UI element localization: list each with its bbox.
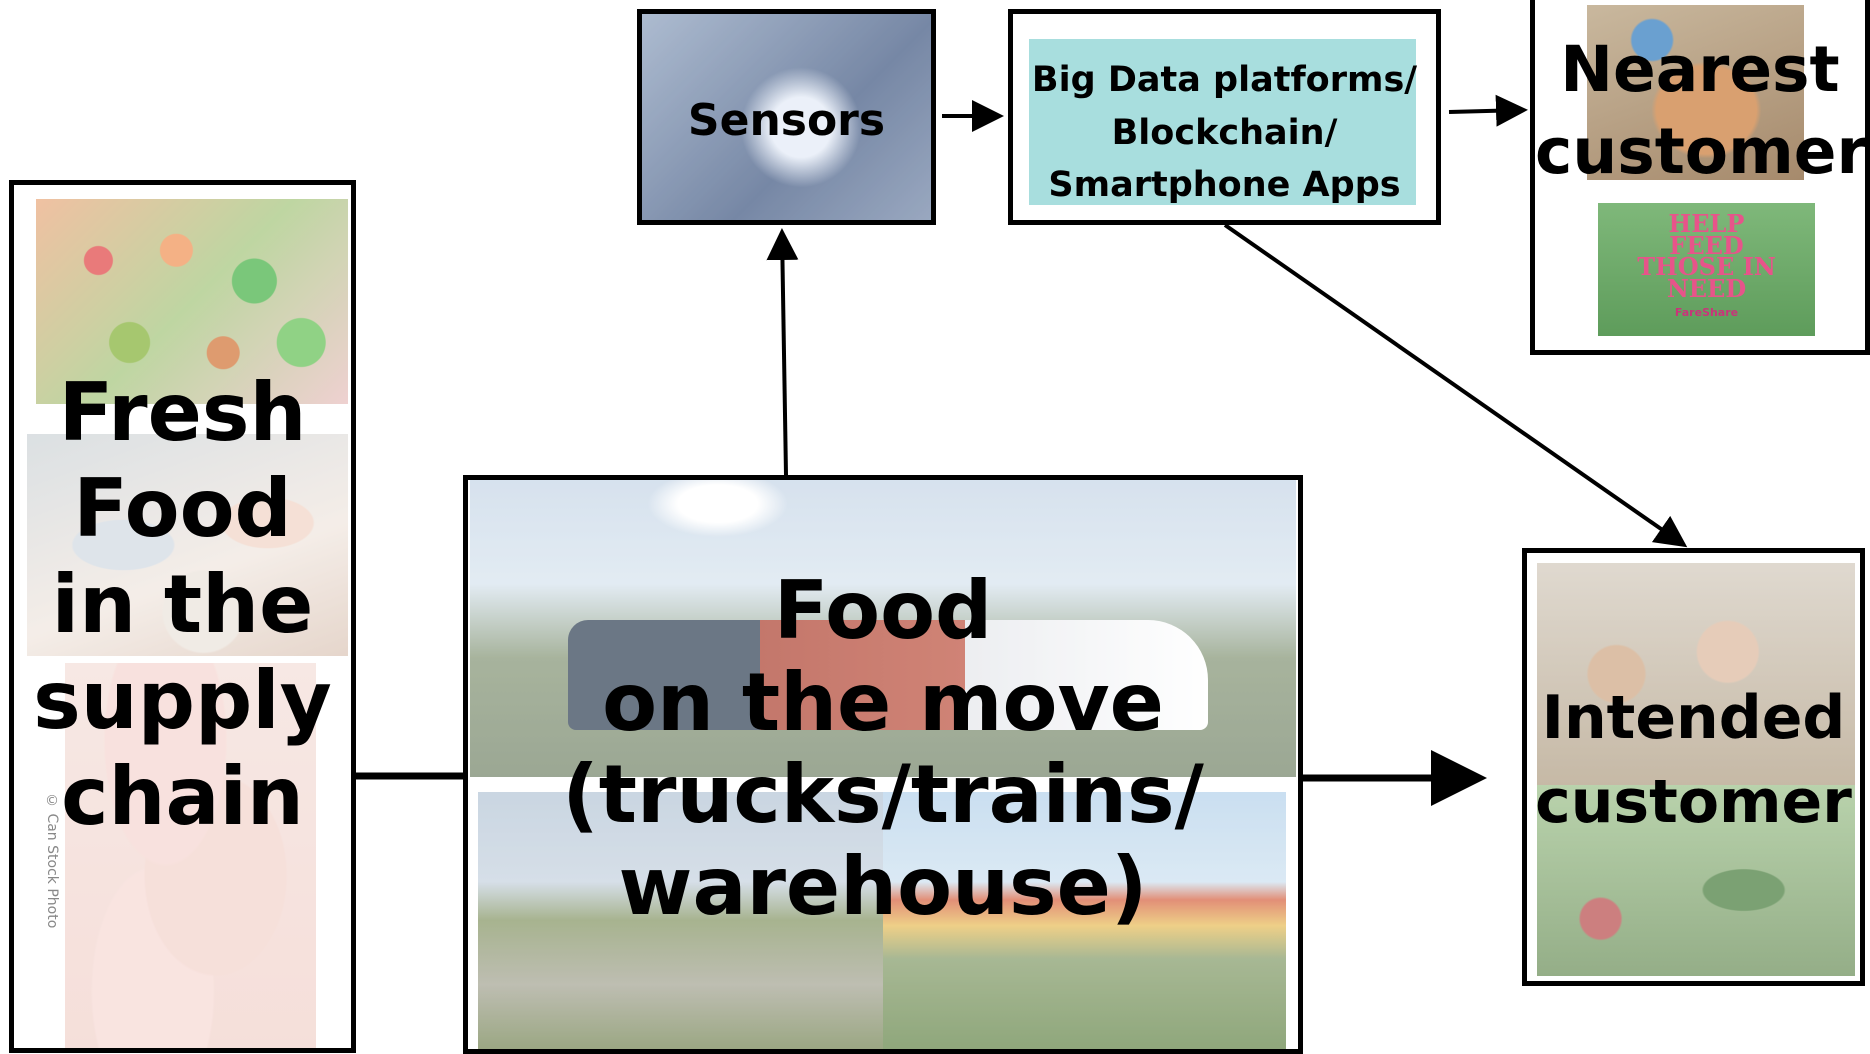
intended-customer-box[interactable]: Intended customer — [1522, 548, 1865, 986]
platforms-label: Big Data platforms/ Blockchain/ Smartpho… — [1031, 60, 1418, 205]
sensors-box[interactable]: Sensors — [637, 9, 936, 225]
grocery-photo — [1537, 785, 1855, 976]
nearest-customer-box[interactable]: HELP FEED THOSE IN NEED FareShare Neares… — [1530, 0, 1870, 355]
city-truck-photo — [478, 792, 883, 1049]
sensors-photo — [642, 14, 931, 220]
arrow-move-to-sensors — [766, 228, 799, 476]
food-on-move-box: Food on the move (trucks/trains/ warehou… — [463, 475, 1303, 1054]
train-shape — [568, 620, 1208, 730]
restaurant-photo — [1537, 563, 1855, 785]
chicken-photo — [65, 663, 316, 1048]
arrow-platforms-to-intended — [1223, 223, 1688, 548]
fresh-food-label: Fresh Food in the supply chain — [33, 366, 332, 843]
help-feed-text: HELP FEED THOSE IN NEED — [1637, 209, 1776, 303]
sensors-label: Sensors — [687, 95, 886, 146]
fresh-food-box: © Can Stock Photo Fresh Food in the supp… — [9, 180, 356, 1053]
fareshare-text: FareShare — [1674, 306, 1739, 319]
platforms-box[interactable]: Big Data platforms/ Blockchain/ Smartpho… — [1008, 9, 1441, 225]
red-truck-photo — [883, 792, 1286, 1049]
arrow-platforms-to-nearest — [1448, 94, 1528, 127]
food-sharing-photo — [1587, 5, 1804, 180]
seafood-photo — [27, 434, 348, 656]
intended-customer-label: Intended customer — [1535, 683, 1852, 837]
help-feed-poster — [1598, 203, 1815, 336]
nearest-customer-label: Nearest customer — [1535, 33, 1868, 188]
photo-credit: © Can Stock Photo — [44, 793, 60, 929]
food-on-move-label: Food on the move (trucks/trains/ warehou… — [562, 564, 1204, 933]
platforms-panel — [1029, 39, 1416, 205]
vegetables-photo — [36, 199, 348, 404]
